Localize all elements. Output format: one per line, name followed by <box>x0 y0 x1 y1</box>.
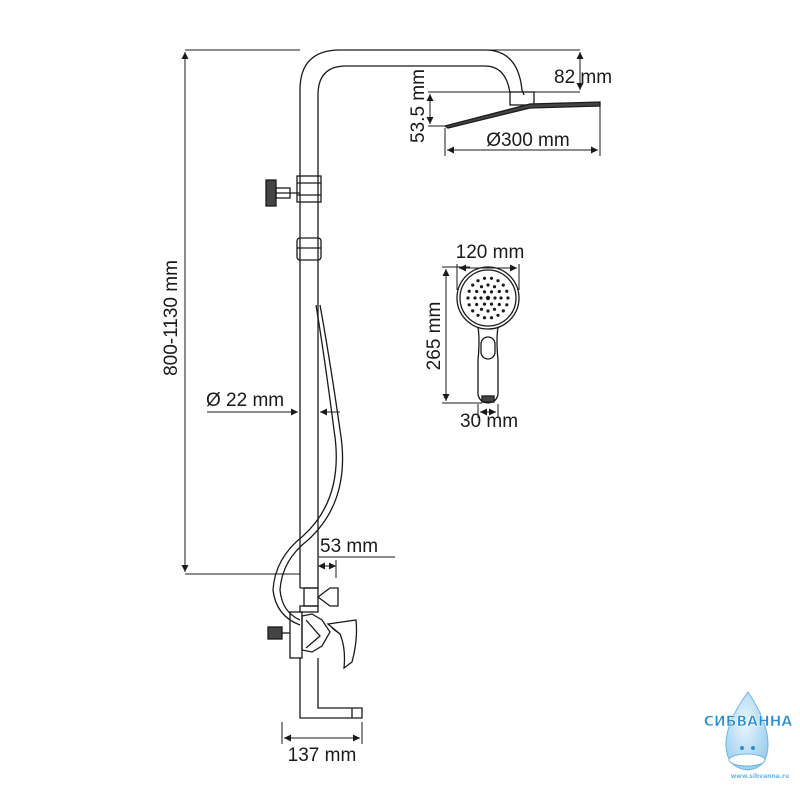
spray-nozzle <box>492 285 497 289</box>
overhead-shower-head <box>443 91 601 129</box>
mixer-body <box>267 611 358 670</box>
spray-nozzle <box>471 283 475 287</box>
spray-nozzle <box>492 307 497 311</box>
hand-length-label: 265 mm <box>424 302 445 371</box>
spray-nozzle <box>482 290 487 294</box>
spray-nozzle <box>479 296 483 300</box>
bath-spout <box>299 658 363 719</box>
hand-shower-front <box>456 266 520 404</box>
spray-nozzle <box>499 296 503 300</box>
spray-nozzle <box>476 279 480 283</box>
base-width-label: 137 mm <box>288 745 357 766</box>
spray-nozzle <box>467 303 471 307</box>
sibvanna-watermark: СИБВАННА www.sibvanna.ru <box>703 691 793 780</box>
outlet-connector <box>299 587 339 613</box>
spray-nozzle <box>471 309 475 313</box>
watermark-brand: СИБВАННА <box>704 714 793 730</box>
spray-nozzle <box>493 296 497 300</box>
spray-nozzle <box>475 289 479 294</box>
flexible-hose <box>272 304 344 626</box>
spray-nozzle <box>501 309 505 313</box>
spray-nozzle <box>506 296 510 300</box>
riser-rod <box>299 49 525 588</box>
water-drop-icon <box>725 691 769 771</box>
spray-nozzle <box>475 302 479 307</box>
head-thickness-label: 53.5 mm <box>408 69 429 143</box>
spray-nozzle <box>497 302 501 307</box>
total-height-label: 800-1130 mm <box>161 260 182 376</box>
watermark-url: www.sibvanna.ru <box>731 773 790 780</box>
outlet-offset-label: 53 mm <box>320 536 378 557</box>
hand-shower-holder <box>296 237 322 261</box>
spray-nozzle <box>479 307 484 311</box>
bathtub-icon <box>728 753 766 767</box>
spray-nozzle <box>482 302 487 306</box>
spray-nozzle <box>466 296 470 300</box>
spray-nozzle <box>497 289 501 294</box>
head-diameter-label: Ø300 mm <box>486 130 569 151</box>
spray-nozzle <box>489 290 494 294</box>
head-drop-label: 82 mm <box>554 67 612 88</box>
diverter-knob <box>265 175 322 207</box>
spray-nozzle <box>482 276 487 280</box>
spray-nozzle <box>485 295 491 301</box>
dimension-lines <box>181 49 601 744</box>
spray-nozzle <box>501 283 505 287</box>
spray-nozzle <box>479 285 484 289</box>
spray-nozzle <box>505 289 509 293</box>
handle-width-label: 30 mm <box>460 411 518 432</box>
spray-nozzle <box>486 309 490 313</box>
spray-nozzle <box>482 316 487 320</box>
spray-nozzle <box>467 289 471 293</box>
rod-diameter-label: Ø 22 mm <box>206 390 284 411</box>
spray-nozzle <box>496 313 500 317</box>
spray-nozzle <box>476 313 480 317</box>
spray-nozzle <box>489 276 494 280</box>
spray-nozzle <box>496 279 500 283</box>
spray-nozzle <box>489 302 494 306</box>
spray-nozzle <box>489 316 494 320</box>
spray-nozzle <box>505 303 509 307</box>
spray-nozzle <box>486 283 490 287</box>
spray-nozzle <box>473 296 477 300</box>
hand-width-label: 120 mm <box>456 242 525 263</box>
